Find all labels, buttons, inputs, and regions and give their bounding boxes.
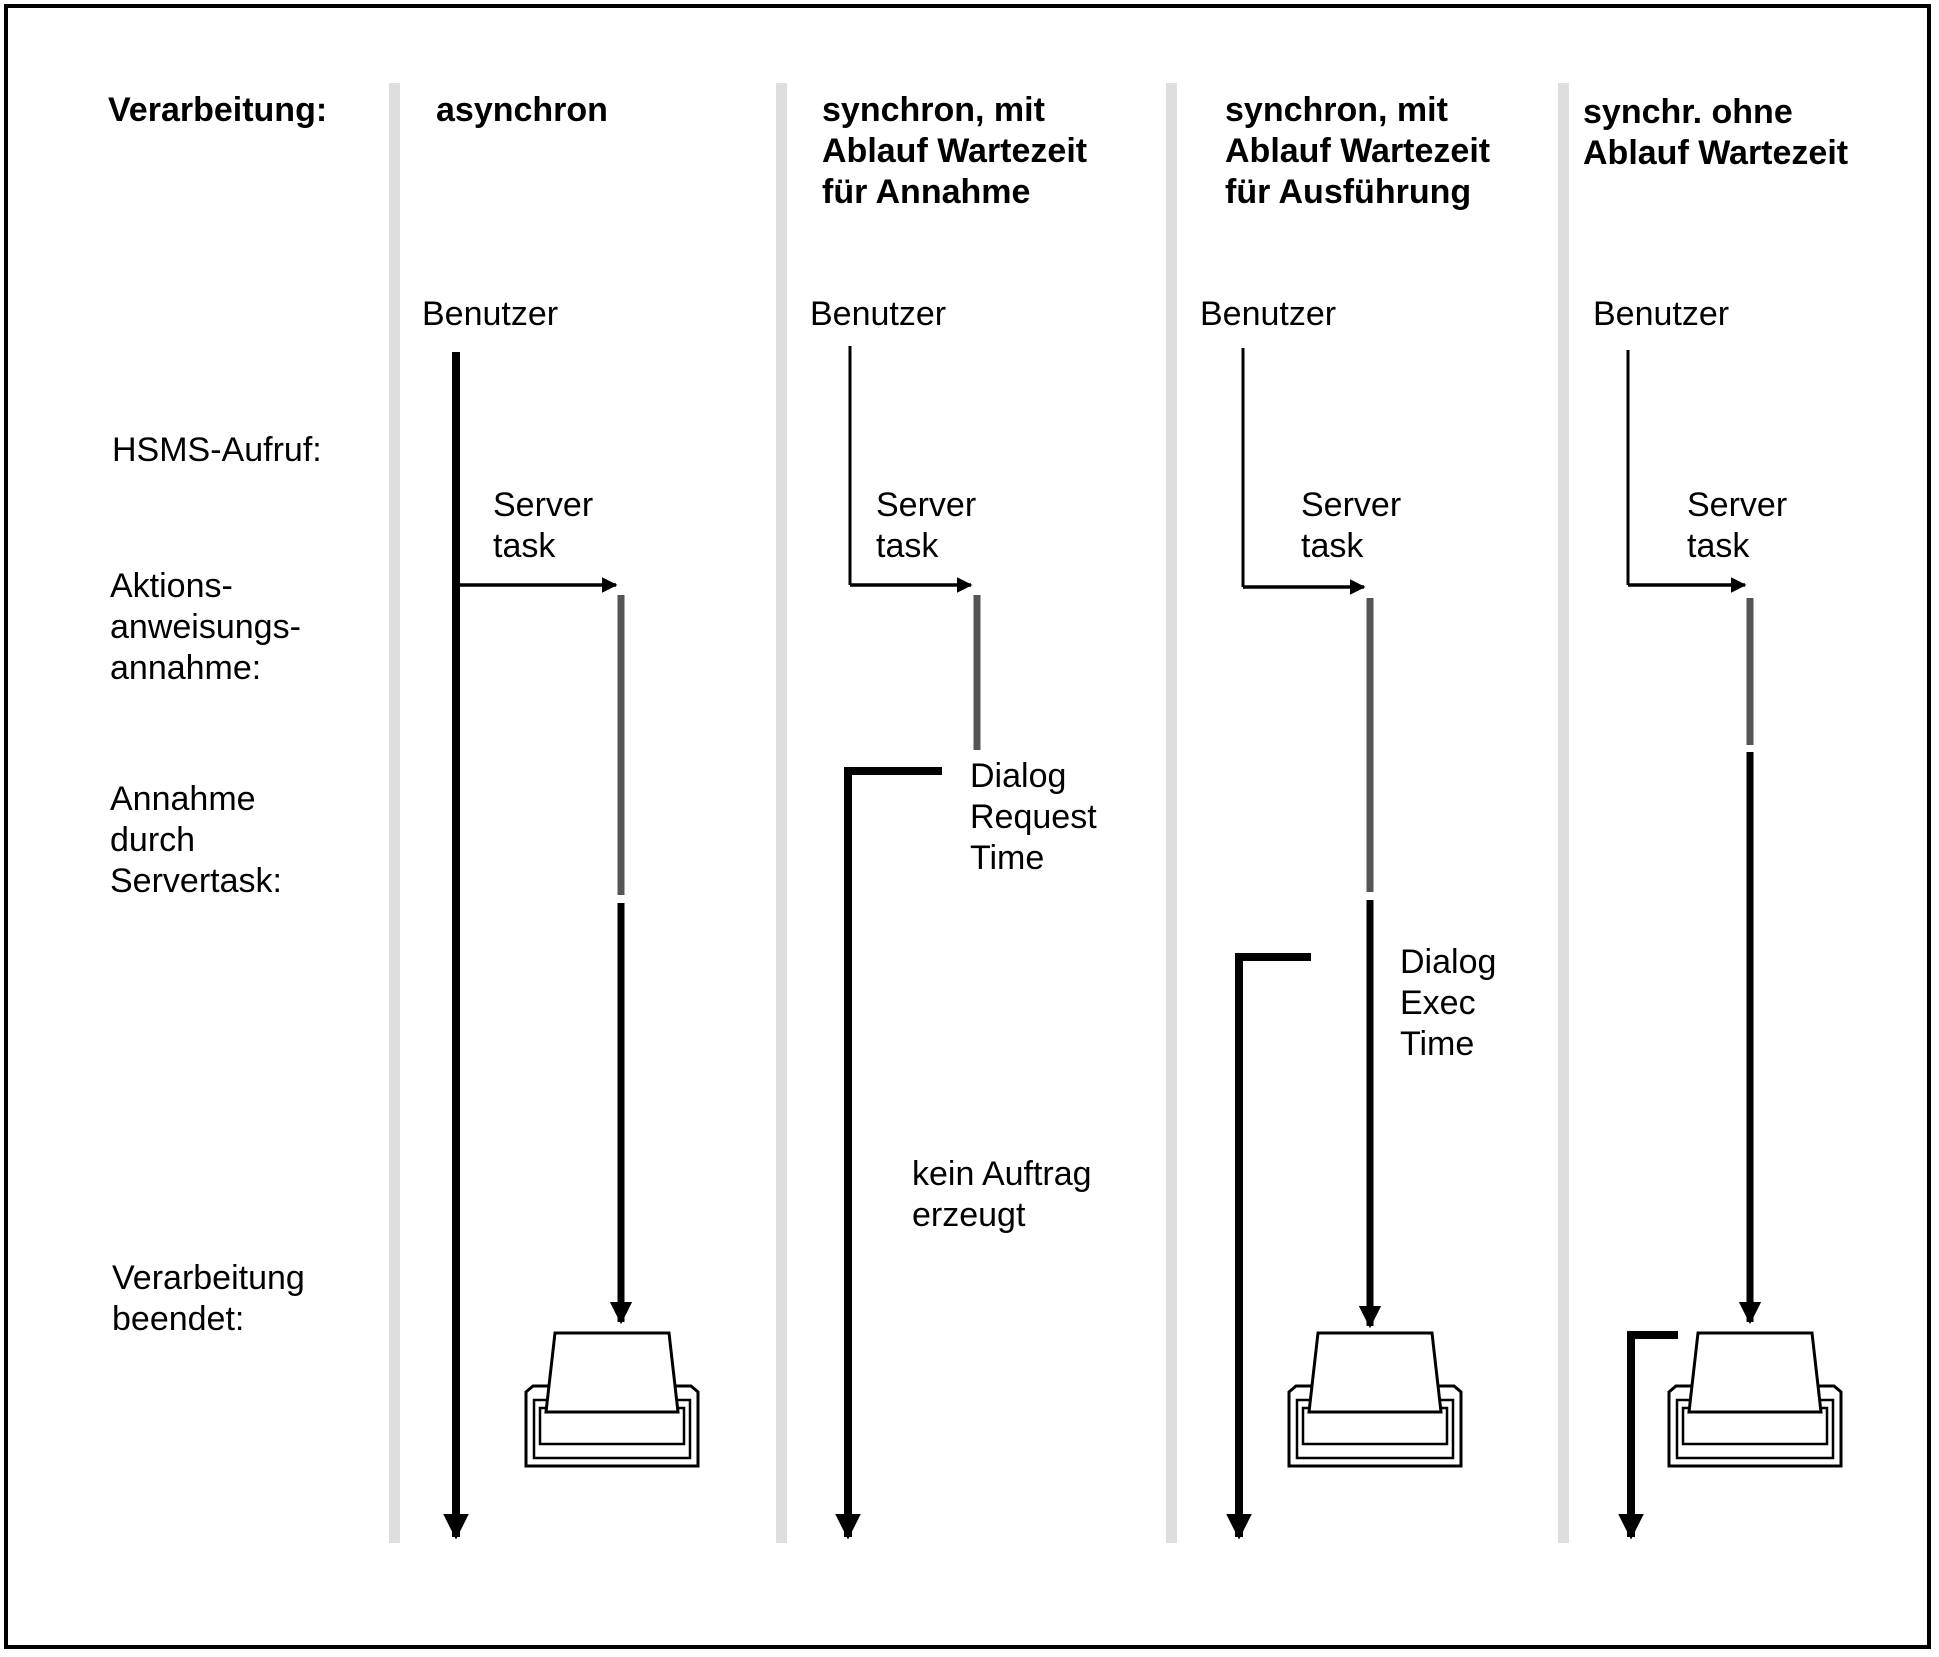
row-label-hsms-aufruf: HSMS-Aufruf: bbox=[112, 431, 322, 469]
column-separator bbox=[776, 83, 787, 1543]
user-label: Benutzer bbox=[810, 295, 947, 333]
user-label: Benutzer bbox=[1200, 295, 1337, 333]
timeout-return-arrow bbox=[1226, 953, 1311, 1540]
column-heading-sync-ohne-wartezeit: synchr. ohne Ablauf Wartezeit bbox=[1583, 93, 1849, 172]
column-heading-asynchron: asynchron bbox=[436, 91, 608, 129]
kein-auftrag-label: kein Auftrag erzeugt bbox=[912, 1155, 1092, 1234]
column-heading-sync-annahme: synchron, mit Ablauf Wartezeit für Annah… bbox=[822, 91, 1088, 211]
column-separator bbox=[389, 83, 400, 1543]
server-task-label: Server task bbox=[876, 486, 977, 565]
column-separator bbox=[1166, 83, 1177, 1543]
row-label-verarbeitung-beendet: Verarbeitung beendet: bbox=[112, 1259, 305, 1338]
column-separator bbox=[1558, 83, 1569, 1543]
row-label-aktionsanweisungsannahme: Aktions- anweisungs- annahme: bbox=[110, 567, 301, 687]
server-task-label: Server task bbox=[493, 486, 594, 565]
user-label: Benutzer bbox=[422, 295, 559, 333]
column-sync-annahme-flow bbox=[835, 346, 981, 1540]
dialog-request-time-label: Dialog Request Time bbox=[970, 757, 1097, 877]
column-sync-ausfuehrung-flow bbox=[1226, 348, 1463, 1540]
printer-icon bbox=[1287, 1331, 1463, 1468]
row-label-verarbeitung: Verarbeitung: bbox=[108, 91, 328, 129]
printer-icon bbox=[524, 1331, 700, 1468]
column-sync-ohne-wartezeit-flow bbox=[1618, 350, 1843, 1540]
server-task-label: Server task bbox=[1687, 486, 1788, 565]
user-label: Benutzer bbox=[1593, 295, 1730, 333]
column-asynchron-flow bbox=[443, 352, 700, 1540]
dialog-exec-time-label: Dialog Exec Time bbox=[1400, 943, 1497, 1063]
row-label-annahme-durch-servertask: Annahme durch Servertask: bbox=[110, 780, 282, 900]
completion-return-arrow bbox=[1618, 1331, 1678, 1540]
diagram-frame bbox=[4, 4, 1931, 1649]
server-task-label: Server task bbox=[1301, 486, 1402, 565]
timeout-return-arrow bbox=[835, 767, 942, 1540]
column-heading-sync-ausfuehrung: synchron, mit Ablauf Wartezeit für Ausfü… bbox=[1225, 91, 1491, 211]
printer-icon bbox=[1667, 1331, 1843, 1468]
